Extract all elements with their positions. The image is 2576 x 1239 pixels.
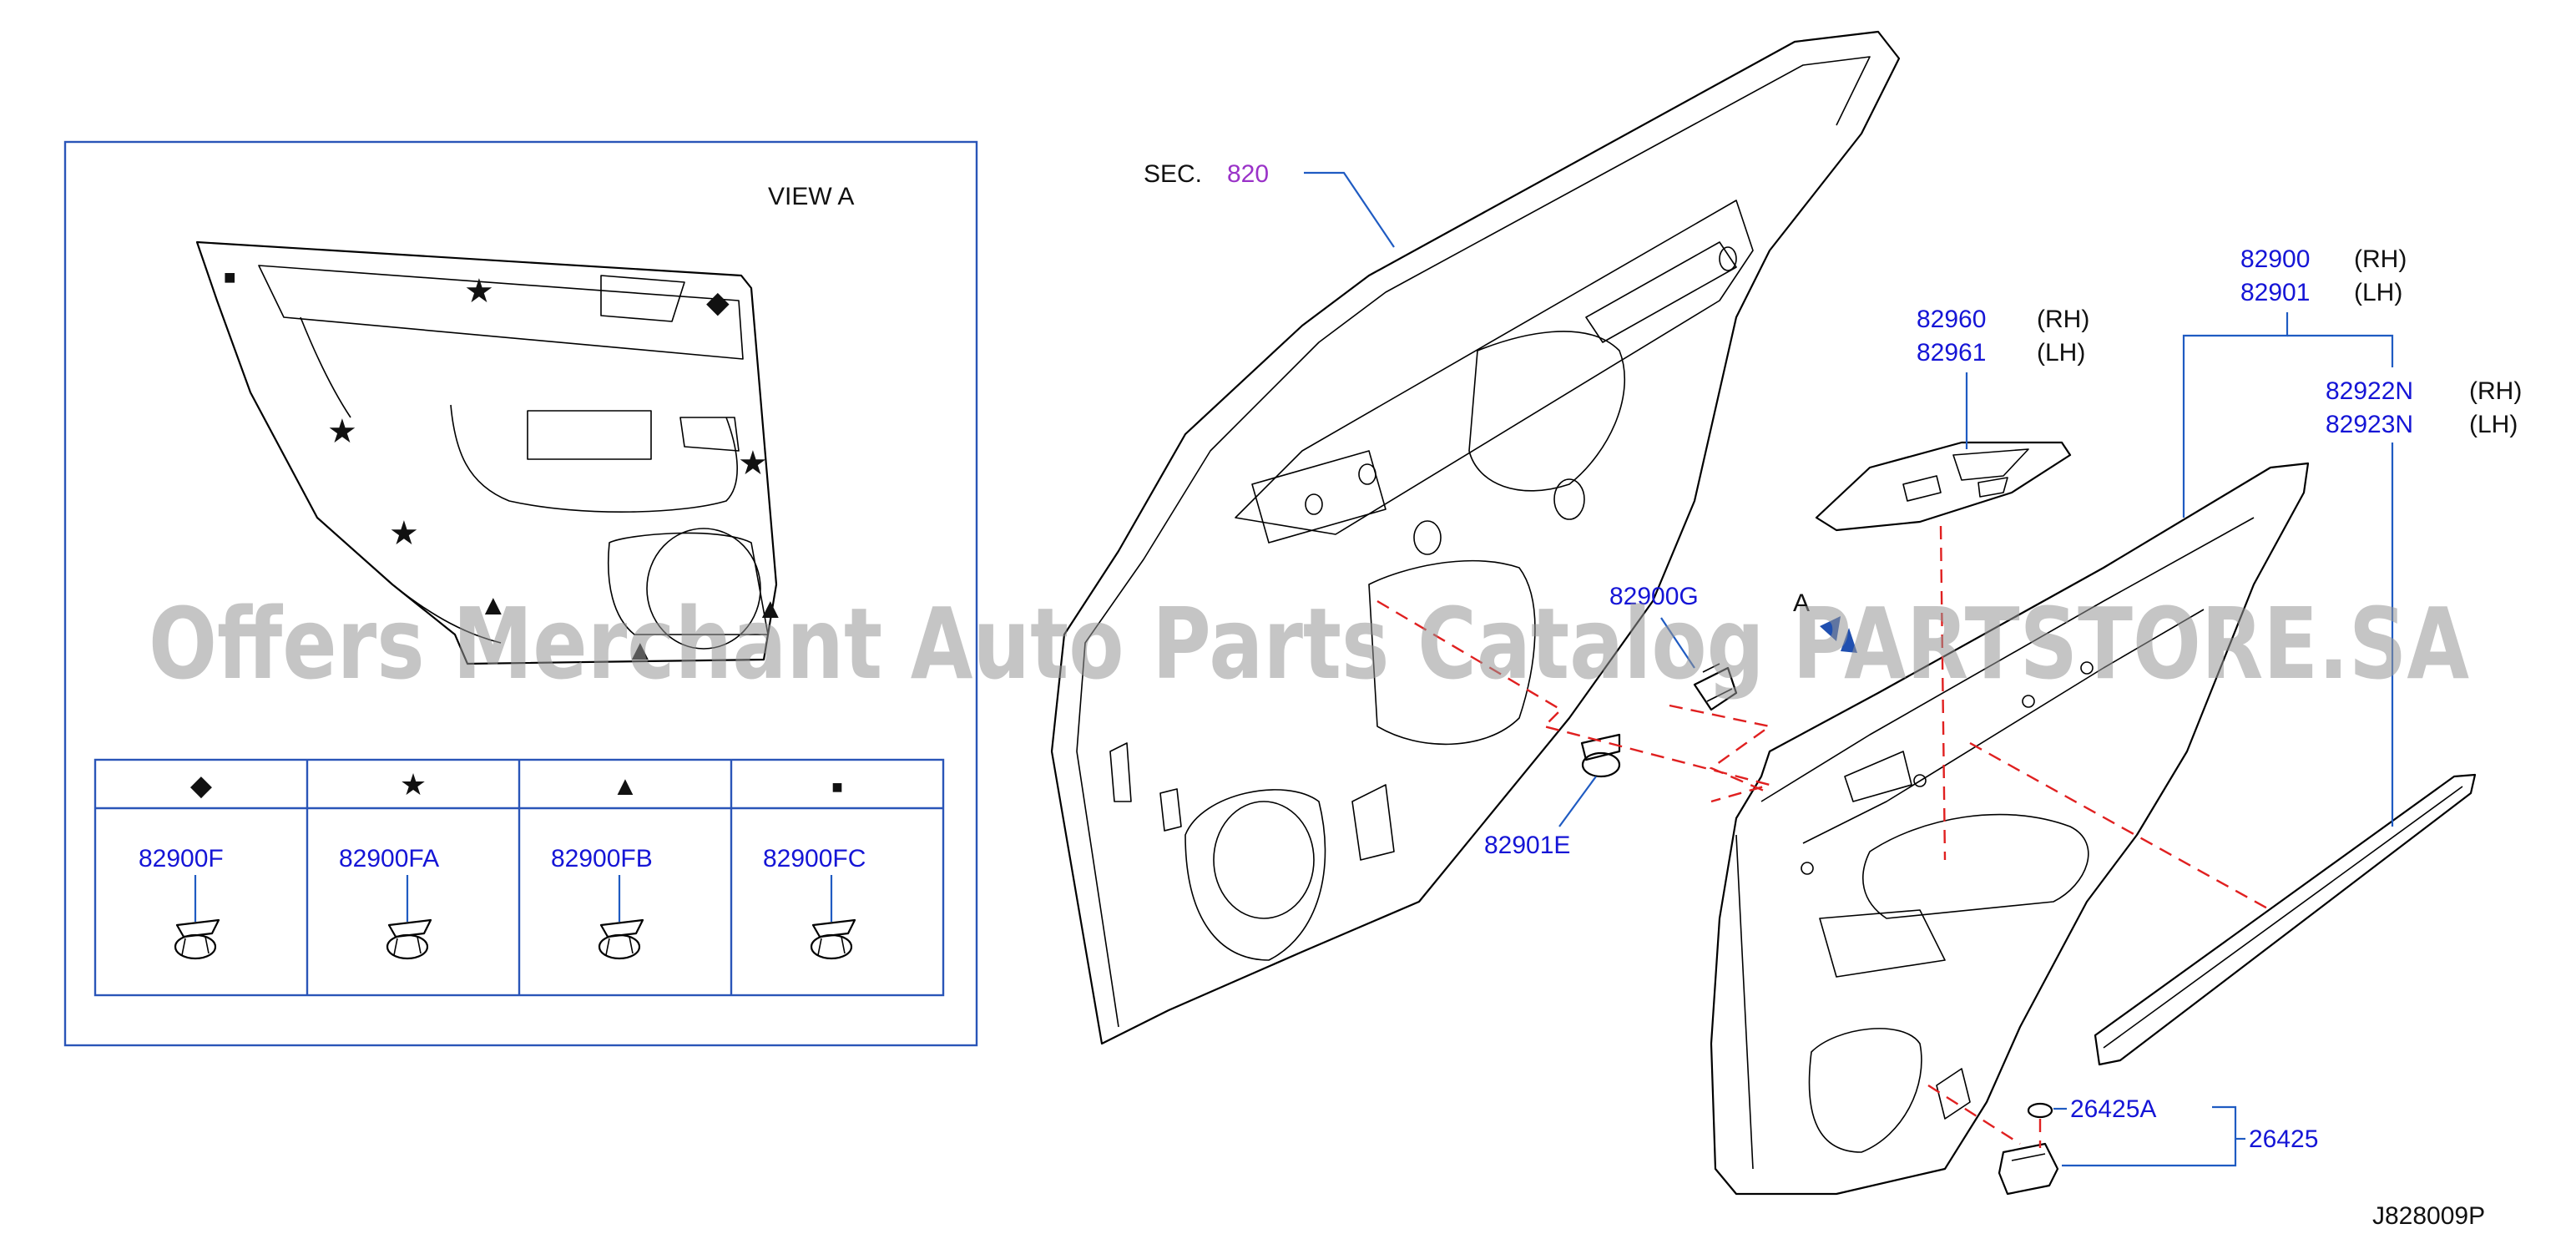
section-leader: [1304, 171, 1395, 248]
callout-82923N-side: (LH): [2469, 411, 2518, 438]
door-molding-drawing: [2094, 773, 2477, 1066]
alignment-lines: [1376, 525, 2271, 1148]
clip-part-82900FC[interactable]: 82900FC: [763, 845, 866, 872]
inset-square-marker: ■: [224, 266, 236, 289]
door-inner-panel-drawing: [1050, 30, 1901, 1045]
clip-drawing-1: [174, 875, 220, 960]
callout-82960-side: (RH): [2037, 306, 2089, 333]
clip-symbol-star: ★: [400, 767, 427, 802]
clip-drawing-3: [598, 875, 644, 960]
view-a-marker: A: [1793, 589, 1810, 617]
door-trim-panel-drawing: [1710, 462, 2310, 1196]
callout-82901E-number[interactable]: 82901E: [1484, 832, 1570, 859]
view-a-trim-drawing: [195, 240, 778, 665]
view-a-inset: VIEW A ■ ★ ◆ ★ ★ ★ ▲ ▲ ▲: [63, 140, 978, 1047]
clip-symbol-triangle: ▲: [612, 771, 639, 801]
clip-drawing-2: [386, 875, 432, 960]
leader-82900-trim: [2182, 312, 2289, 518]
clip-symbol-square: ■: [831, 776, 842, 797]
inset-star-marker-1: ★: [464, 273, 494, 310]
section-prefix: SEC.: [1144, 160, 1202, 188]
inset-triangle-marker-1: ▲: [479, 589, 508, 621]
callout-82901-number[interactable]: 82901: [2240, 279, 2310, 306]
watermark-text: Offers Merchant Auto Parts Catalog PARTS…: [149, 586, 2469, 701]
clip-drawing-4: [810, 875, 856, 960]
clip-part-82900FA[interactable]: 82900FA: [339, 845, 439, 872]
callout-82923N-number[interactable]: 82923N: [2326, 411, 2413, 438]
lamp-assembly-drawing: [1998, 1102, 2059, 1196]
view-a-triangle-icon: [1841, 628, 1857, 653]
clip-part-82900F[interactable]: 82900F: [139, 845, 224, 872]
clip-82900G-drawing: [1693, 663, 1738, 711]
inset-star-marker-4: ★: [389, 515, 419, 552]
view-a-frame: [63, 140, 978, 1047]
view-a-label: VIEW A: [768, 183, 854, 210]
callout-26425A-number[interactable]: 26425A: [2070, 1095, 2156, 1123]
clip-82901E-drawing: [1580, 733, 1621, 778]
drawing-code: J828009P: [2372, 1202, 2485, 1230]
callout-82901-side: (LH): [2354, 279, 2402, 306]
clip-part-82900FB[interactable]: 82900FB: [551, 845, 653, 872]
view-a-arrow-icon: [1820, 616, 1841, 641]
callout-26425-number[interactable]: 26425: [2249, 1125, 2318, 1153]
inset-triangle-marker-3: ▲: [626, 635, 654, 666]
callout-82961-number[interactable]: 82961: [1917, 339, 1986, 367]
inset-star-marker-2: ★: [327, 413, 357, 450]
callout-82960-number[interactable]: 82960: [1917, 306, 1986, 333]
switch-finisher-drawing: [1815, 441, 2072, 532]
leader-26425: [2062, 1105, 2237, 1167]
clip-table: ◆ ★ ▲ ■ 82900F 82900FA 82900FB 82900FC: [93, 758, 945, 997]
leader-82900-molding: [2287, 334, 2394, 367]
clip-symbol-diamond: ◆: [190, 770, 213, 802]
callout-82900-number[interactable]: 82900: [2240, 245, 2310, 273]
section-number-820[interactable]: 820: [1227, 160, 1269, 188]
callout-82900G-number[interactable]: 82900G: [1609, 583, 1699, 610]
inset-star-marker-3: ★: [738, 445, 768, 482]
callout-82922N-side: (RH): [2469, 377, 2522, 405]
callout-82922N-number[interactable]: 82922N: [2326, 377, 2413, 405]
leader-82900G: [1660, 617, 1695, 669]
leader-82901E: [1558, 776, 1597, 827]
callout-82900-side: (RH): [2354, 245, 2407, 273]
callout-82961-side: (LH): [2037, 339, 2085, 367]
inset-triangle-marker-2: ▲: [756, 593, 785, 625]
inset-diamond-marker: ◆: [706, 285, 730, 319]
